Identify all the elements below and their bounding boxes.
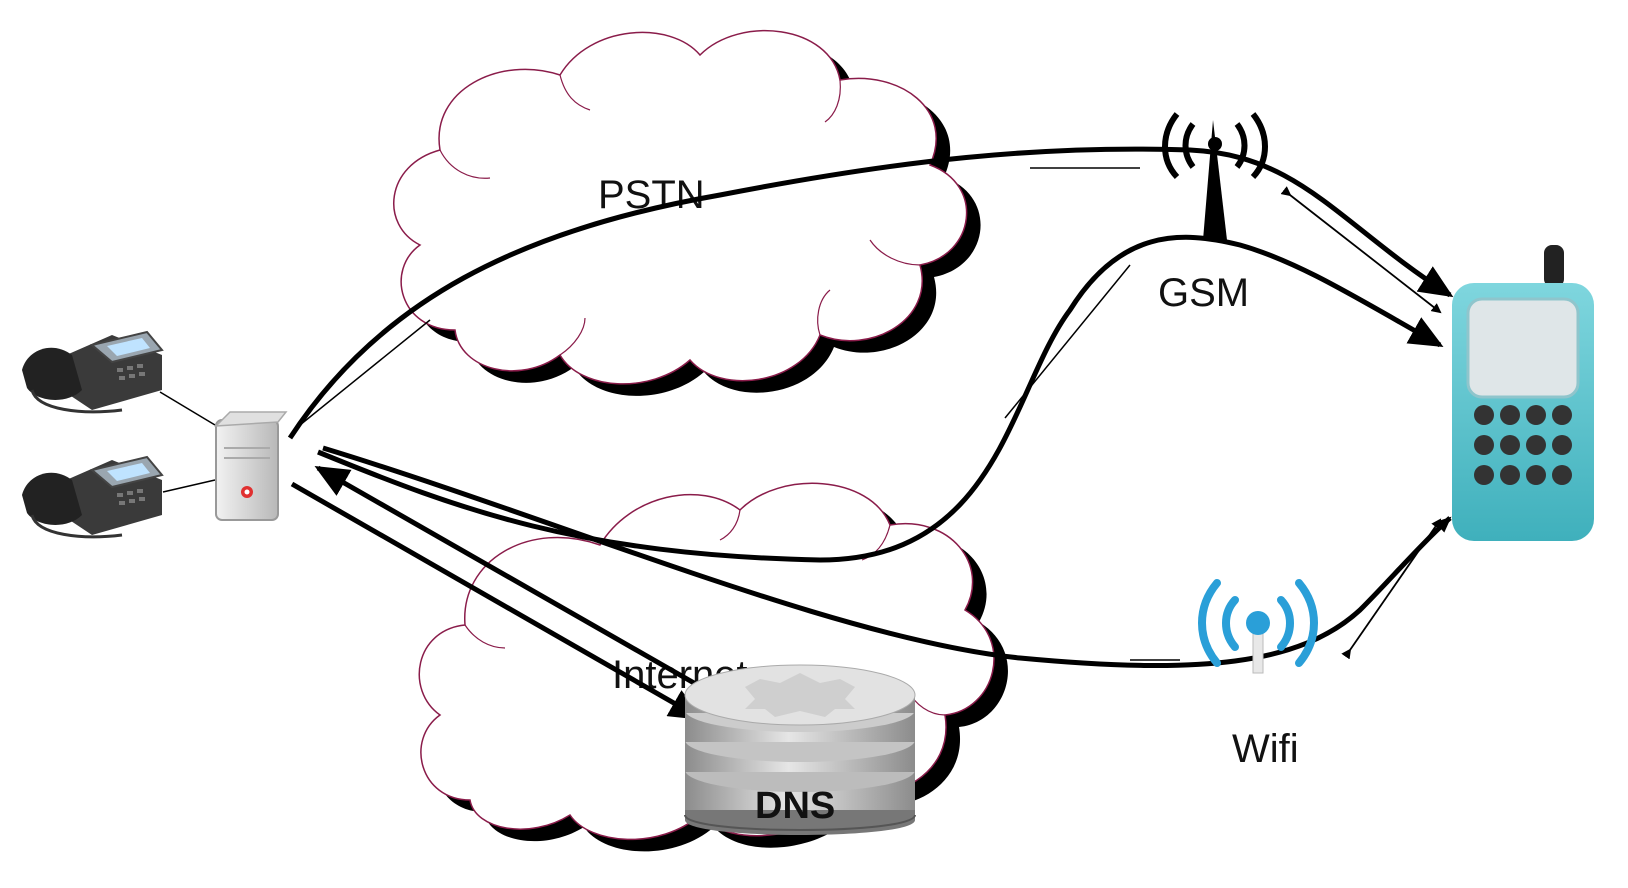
internet-gsm-path: [317, 234, 1444, 563]
database-icon: [684, 664, 916, 835]
desk-phone-icon: [22, 330, 164, 414]
dns-to-pbx-path: [314, 465, 717, 698]
server-icon: [214, 411, 288, 521]
mobile-phone-icon: [1452, 245, 1594, 541]
pstn-cloud: [393, 29, 981, 396]
pstn-gsm-path: [287, 146, 1454, 440]
pbx-to-dns-path: [290, 481, 704, 721]
wifi-label: Wifi: [1232, 727, 1299, 771]
antenna-icon: [1162, 112, 1268, 240]
dns-label: DNS: [755, 785, 835, 827]
desk-phone-icon: [22, 455, 164, 539]
radio-links: [1280, 186, 1442, 660]
wifi-icon: [1198, 579, 1318, 674]
gsm-label: GSM: [1158, 271, 1249, 315]
